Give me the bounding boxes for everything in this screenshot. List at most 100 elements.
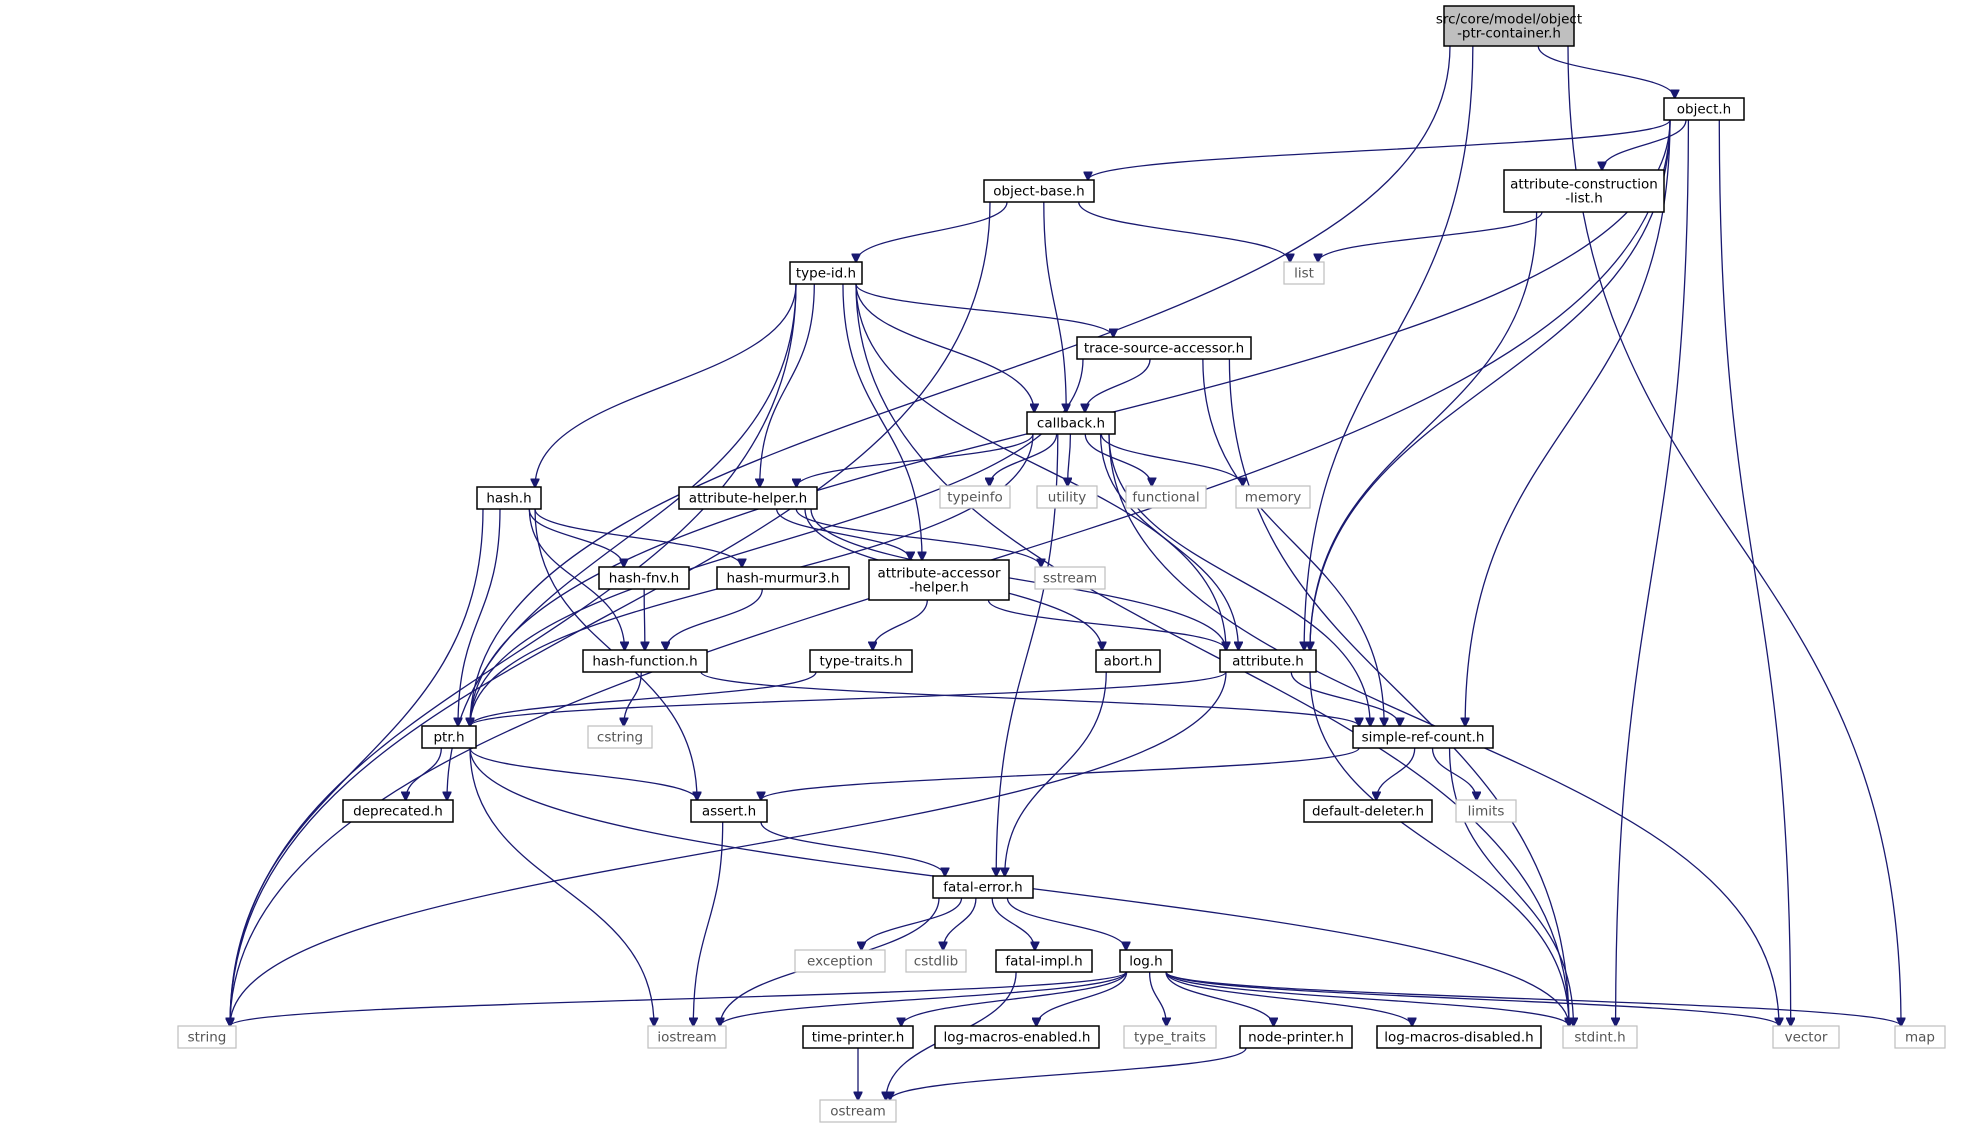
include-edge-ptr-to-deprecated	[406, 747, 442, 800]
header-file-node-callback[interactable]: callback.h	[1026, 411, 1116, 435]
edge-line	[447, 283, 797, 800]
header-file-node-trace-src[interactable]: trace-source-accessor.h	[1076, 336, 1252, 360]
node-box	[1235, 485, 1311, 509]
include-edge-callback-to-simple_ref	[1108, 433, 1370, 726]
node-label: exception	[807, 954, 873, 970]
edge-line	[1448, 747, 1574, 1026]
header-file-node-abort[interactable]: abort.h	[1095, 649, 1161, 673]
header-file-node-type-id[interactable]: type-id.h	[789, 261, 863, 285]
header-file-node-time-printer[interactable]: time-printer.h	[802, 1025, 914, 1049]
header-file-node-hash-murmur[interactable]: hash-murmur3.h	[716, 566, 850, 590]
edge-line	[470, 671, 817, 726]
include-edge-attr_helper-to-sstream	[795, 508, 1041, 567]
node-box	[905, 949, 967, 973]
edge-line	[795, 508, 1041, 567]
header-file-node-fatal-error[interactable]: fatal-error.h	[932, 875, 1034, 899]
node-label: type-traits.h	[819, 654, 902, 670]
header-file-node-root[interactable]: src/core/model/object-ptr-container.h	[1436, 5, 1582, 47]
header-file-node-attr-constr[interactable]: attribute-construction-list.h	[1503, 169, 1665, 213]
header-file-node-fatal-impl[interactable]: fatal-impl.h	[995, 949, 1093, 973]
node-box	[1562, 1025, 1638, 1049]
header-file-node-type-traits-h[interactable]: type-traits.h	[809, 649, 913, 673]
edge-line	[991, 897, 1035, 950]
header-file-node-hash-fnv[interactable]: hash-fnv.h	[598, 566, 690, 590]
include-edge-object-to-attribute	[1310, 119, 1671, 650]
edge-line	[720, 971, 1127, 1026]
include-edge-simple_ref-to-assert	[761, 747, 1360, 800]
header-file-node-attribute[interactable]: attribute.h	[1219, 649, 1317, 673]
node-label: -ptr-container.h	[1457, 26, 1561, 42]
system-header-node-cstring: cstring	[587, 725, 653, 749]
header-file-node-deprecated[interactable]: deprecated.h	[342, 799, 454, 823]
edge-line	[1085, 358, 1151, 412]
edge-line	[406, 747, 442, 800]
node-box	[809, 649, 913, 673]
include-edge-assert-to-iostream	[693, 821, 724, 1026]
header-file-node-simple-ref[interactable]: simple-ref-count.h	[1352, 725, 1494, 749]
header-file-node-object-base[interactable]: object-base.h	[983, 179, 1095, 203]
node-label: typeinfo	[947, 490, 1002, 506]
edge-line	[470, 45, 1451, 726]
node-box	[587, 725, 653, 749]
header-file-node-assert[interactable]: assert.h	[690, 799, 768, 823]
node-label: callback.h	[1037, 416, 1105, 432]
node-box	[1455, 799, 1517, 823]
edge-line	[1309, 671, 1569, 1026]
include-edge-object_base-to-list	[1078, 201, 1290, 262]
include-edge-type_id-to-attr_accessor	[842, 283, 922, 560]
edge-line	[470, 358, 1084, 726]
header-file-node-attr-helper[interactable]: attribute-helper.h	[678, 486, 818, 510]
header-file-node-object[interactable]: object.h	[1663, 97, 1745, 121]
node-label: log.h	[1129, 954, 1162, 970]
node-label: hash-function.h	[592, 654, 697, 670]
edge-line	[901, 971, 1127, 1026]
node-layer: src/core/model/object-ptr-container.h obj…	[177, 5, 1946, 1123]
header-file-node-log[interactable]: log.h	[1119, 949, 1173, 973]
header-file-node-log-disabled[interactable]: log-macros-disabled.h	[1376, 1025, 1542, 1049]
edge-line	[1165, 971, 1901, 1026]
edge-line	[469, 747, 654, 1026]
header-file-node-attr-accessor[interactable]: attribute-accessor-helper.h	[868, 559, 1010, 601]
include-edge-hash_murmur-to-hash_function	[666, 588, 763, 650]
edge-line	[856, 201, 1008, 262]
node-label: attribute-accessor	[877, 566, 1001, 582]
header-file-node-hash-function[interactable]: hash-function.h	[582, 649, 708, 673]
header-file-node-default-deleter[interactable]: default-deleter.h	[1303, 799, 1433, 823]
include-edge-type_id-to-hash	[535, 283, 797, 487]
edge-line	[890, 1047, 1247, 1100]
include-edge-hash_function-to-cstring	[624, 671, 642, 726]
edge-line	[1084, 433, 1152, 486]
node-label: attribute-construction	[1510, 177, 1658, 193]
edge-line	[1165, 971, 1274, 1026]
edge-line	[1068, 433, 1071, 486]
system-header-node-cstdlib: cstdlib	[905, 949, 967, 973]
node-label: type_traits	[1134, 1030, 1206, 1046]
node-box	[342, 799, 454, 823]
include-edge-object-to-stdint	[1616, 119, 1690, 1026]
edge-line	[989, 433, 1058, 486]
node-box	[995, 949, 1093, 973]
edge-line	[1100, 433, 1242, 486]
edge-line	[1202, 358, 1384, 726]
header-file-node-node-printer[interactable]: node-printer.h	[1239, 1025, 1353, 1049]
include-edge-attr_helper-to-attr_accessor	[776, 508, 911, 560]
include-edge-root-to-ptr	[470, 45, 1451, 726]
node-box	[802, 1025, 914, 1049]
edge-line	[693, 821, 724, 1026]
header-file-node-hash[interactable]: hash.h	[476, 486, 542, 510]
edge-line	[1228, 358, 1569, 1026]
node-label: assert.h	[702, 804, 756, 820]
edge-line	[469, 747, 697, 800]
header-file-node-ptr[interactable]: ptr.h	[421, 725, 477, 749]
include-edge-callback-to-functional	[1084, 433, 1152, 486]
edge-line	[230, 971, 1127, 1026]
node-box	[932, 875, 1034, 899]
edge-line	[761, 747, 1360, 800]
node-box	[716, 566, 850, 590]
node-label: abort.h	[1104, 654, 1153, 670]
node-label: log-macros-enabled.h	[944, 1030, 1091, 1046]
edge-line	[1304, 45, 1474, 650]
edge-line	[1431, 747, 1476, 800]
header-file-node-log-enabled[interactable]: log-macros-enabled.h	[934, 1025, 1100, 1049]
edge-line	[1718, 119, 1790, 1026]
